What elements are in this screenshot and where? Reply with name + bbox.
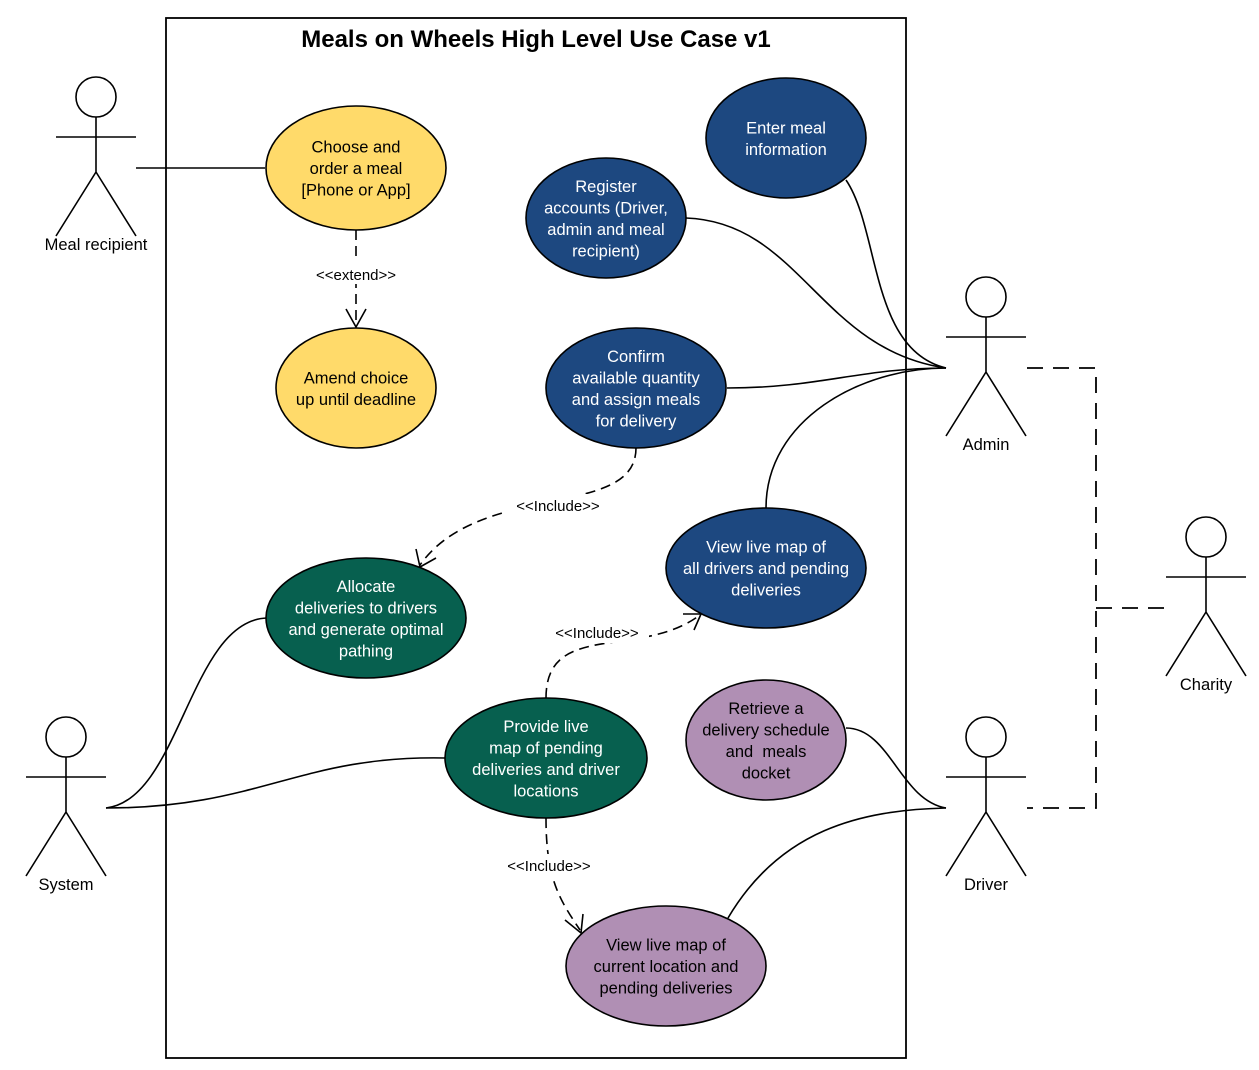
usecase-provide-live: Provide live map of pending deliveries and…	[444, 697, 648, 819]
include-line-provide-viewcurrent	[545, 817, 581, 931]
usecase-text-line: delivery schedule	[702, 721, 830, 739]
usecase-text-line: recipient)	[572, 242, 640, 260]
usecase-text-line: Provide live	[503, 718, 588, 736]
usecase-text-line: Retrieve a	[728, 700, 804, 718]
actor-system: System	[25, 716, 107, 894]
usecase-choose-order-text: Choose and order a meal [Phone or App]	[301, 139, 410, 200]
usecase-text-line: and assign meals	[572, 391, 700, 409]
actor-charity: Charity	[1165, 516, 1247, 694]
usecase-view-live-all-text: View live map of all drivers and pending d…	[683, 539, 849, 600]
charity-connector	[1027, 367, 1166, 809]
usecase-amend-choice-text: Amend choice up until deadline	[296, 369, 416, 409]
usecase-enter-meal: Enter meal information	[705, 77, 867, 199]
usecase-text-line: available quantity	[572, 369, 700, 387]
include-label-2: <<Include>>	[555, 625, 639, 642]
usecase-text-line: order a meal	[310, 160, 403, 178]
usecase-retrieve-schedule-text: Retrieve a delivery schedule and meals dock…	[702, 700, 830, 783]
extend-arrowhead	[345, 308, 367, 329]
diagram-title: Meals on Wheels High Level Use Case v1	[301, 26, 771, 53]
usecase-text-line: all drivers and pending	[683, 560, 849, 578]
usecase-provide-live-text: Provide live map of pending deliveries and…	[472, 718, 620, 801]
actor-meal-recipient-label: Meal recipient	[45, 236, 148, 254]
usecase-confirm-quantity: Confirm available quantity and assign meal…	[545, 327, 727, 449]
usecase-text-line: View live map of	[606, 937, 726, 955]
usecase-retrieve-schedule: Retrieve a delivery schedule and meals dock…	[685, 679, 847, 801]
assoc-driver-viewcurrent	[727, 807, 947, 919]
usecase-text-line: Enter meal	[746, 119, 826, 137]
usecase-register-accounts-text: Register accounts (Driver, admin and meal r…	[544, 178, 668, 260]
usecase-text-line: docket	[742, 764, 791, 782]
usecase-text-line: current location and	[594, 958, 739, 976]
actor-admin-label: Admin	[963, 436, 1010, 454]
usecase-enter-meal-text: Enter meal information	[745, 119, 827, 159]
usecase-text-line: deliveries to drivers	[295, 599, 437, 617]
actor-charity-label: Charity	[1180, 676, 1233, 694]
usecase-text-line: deliveries and driver	[472, 761, 620, 779]
usecase-view-live-current-text: View live map of current location and pend…	[594, 937, 739, 998]
usecase-allocate-text: Allocate deliveries to drivers and generat…	[288, 578, 443, 661]
extend-label: <<extend>>	[316, 267, 396, 284]
usecase-text-line: up until deadline	[296, 391, 416, 409]
assoc-system-allocate	[105, 617, 268, 809]
usecase-text-line: accounts (Driver,	[544, 199, 668, 217]
assoc-admin-enter	[845, 179, 947, 369]
usecase-text-line: pending deliveries	[599, 980, 732, 998]
actor-driver: Driver	[945, 716, 1027, 894]
include-label-1: <<Include>>	[516, 498, 600, 515]
usecase-text-line: map of pending	[489, 739, 603, 757]
usecase-text-line: [Phone or App]	[301, 182, 410, 200]
usecase-text-line: and generate optimal	[288, 621, 443, 639]
actor-admin: Admin	[945, 276, 1027, 454]
assoc-admin-confirm	[726, 367, 947, 389]
usecase-text-line: admin and meal	[547, 221, 664, 239]
usecase-confirm-quantity-text: Confirm available quantity and assign meal…	[572, 348, 701, 431]
include-line-confirm-allocate	[419, 447, 637, 566]
usecase-text-line: View live map of	[706, 539, 826, 557]
actor-system-label: System	[38, 876, 93, 894]
usecase-text-line: pathing	[339, 642, 393, 660]
usecase-text-line: Amend choice	[304, 369, 409, 387]
usecase-text-line: locations	[513, 782, 578, 800]
usecase-text-line: and meals	[726, 743, 807, 761]
actor-driver-label: Driver	[964, 876, 1009, 894]
usecase-text-line: Register	[575, 178, 637, 196]
include-label-3: <<Include>>	[507, 858, 591, 875]
include-arrowhead-3	[564, 913, 584, 935]
assoc-admin-viewall	[765, 367, 947, 509]
usecase-text-line: information	[745, 141, 827, 159]
usecase-text-line: Confirm	[607, 348, 665, 366]
usecase-view-live-current: View live map of current location and pend…	[565, 905, 767, 1027]
usecase-choose-order: Choose and order a meal [Phone or App]	[265, 105, 447, 231]
assoc-system-provide	[105, 757, 446, 809]
usecase-allocate: Allocate deliveries to drivers and generat…	[265, 557, 467, 679]
usecase-text-line: deliveries	[731, 582, 801, 600]
usecase-text-line: for delivery	[596, 412, 677, 430]
include-line-provide-viewall	[545, 614, 701, 699]
usecase-text-line: Allocate	[337, 578, 396, 596]
actor-meal-recipient: Meal recipient	[45, 76, 148, 254]
assoc-admin-register	[685, 217, 947, 369]
usecase-amend-choice: Amend choice up until deadline	[275, 327, 437, 449]
usecase-text-line: Choose and	[312, 139, 401, 157]
usecase-register-accounts: Register accounts (Driver, admin and meal r…	[525, 157, 687, 279]
assoc-driver-retrieve	[845, 727, 947, 809]
usecase-view-live-all: View live map of all drivers and pending d…	[665, 507, 867, 629]
